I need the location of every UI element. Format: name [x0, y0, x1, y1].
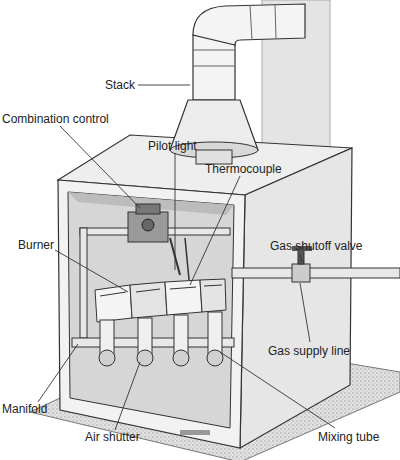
- leader-lines: [38, 85, 335, 430]
- gas-supply-pipe: [232, 268, 400, 278]
- cabinet-opening: [68, 192, 234, 428]
- combination-control: [128, 212, 168, 242]
- part-label: Pilot light: [148, 139, 197, 153]
- part-label: Manifold: [2, 402, 47, 416]
- part-label: Air shutter: [85, 430, 140, 444]
- name-plate: [180, 430, 210, 435]
- mixing-tubes: [99, 312, 223, 366]
- part-label: Gas supply line: [268, 344, 350, 358]
- stack-pipe: [193, 35, 235, 100]
- part-label: Combination control: [2, 112, 109, 126]
- part-label: Gas shutoff valve: [270, 239, 363, 253]
- part-label: Stack: [105, 78, 135, 92]
- cabinet-side: [240, 148, 352, 448]
- part-label: Thermocouple: [205, 162, 282, 176]
- gas-shutoff-valve: [292, 264, 310, 282]
- burners: [95, 279, 226, 322]
- part-label: Mixing tube: [318, 430, 379, 444]
- opening-shadow: [68, 192, 234, 215]
- part-label: Burner: [18, 238, 54, 252]
- stack-elbow: [193, 4, 305, 45]
- cabinet-front: [58, 180, 245, 448]
